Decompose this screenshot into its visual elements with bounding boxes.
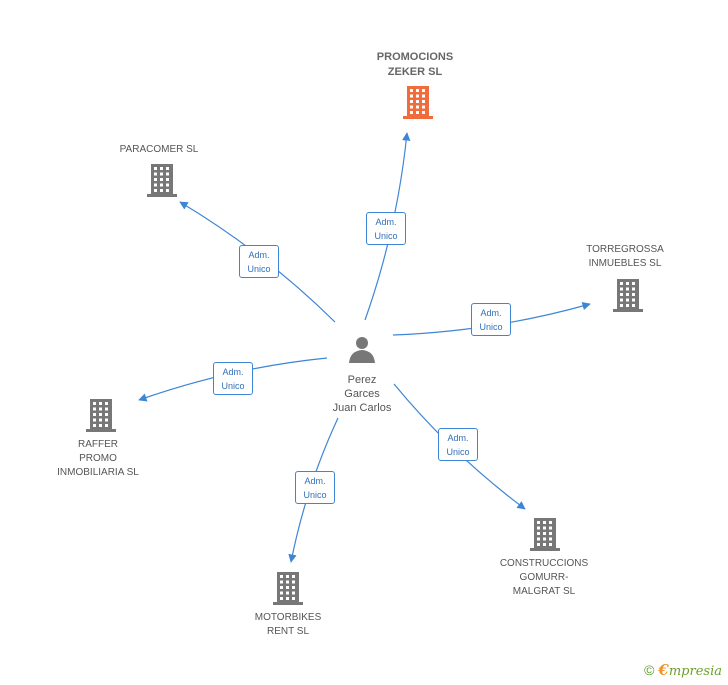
edge-badge-line: Adm. — [222, 367, 244, 377]
company-label-line: INMUEBLES SL — [588, 258, 662, 269]
edge-badge-line: Unico — [374, 231, 398, 241]
company-label-line: RAFFER — [77, 439, 118, 450]
person-icon — [349, 337, 375, 363]
edge-badge-line: Unico — [446, 447, 470, 457]
edge-badge-line: Adm. — [304, 476, 326, 486]
company-label-line: PROMOCIONS — [376, 51, 454, 63]
company-label-motorbikes[interactable]: MOTORBIKES RENT SL — [255, 611, 322, 639]
person-label-line: Garces — [344, 388, 380, 400]
edge-badge-raffer[interactable]: Adm. Unico — [213, 362, 253, 395]
person-label-line: Juan Carlos — [332, 402, 392, 414]
company-label-line: PARACOMER SL — [119, 144, 199, 155]
company-label-paracomer[interactable]: PARACOMER SL — [120, 143, 199, 157]
company-label-construccions[interactable]: CONSTRUCCIONS GOMURR- MALGRAT SL — [500, 557, 588, 599]
footer-brand: © €mpresia — [644, 661, 722, 679]
company-label-line: ZEKER SL — [387, 66, 443, 78]
building-icon — [86, 399, 116, 432]
edge-badge-promocions[interactable]: Adm. Unico — [366, 212, 406, 245]
company-label-line: PROMO — [79, 453, 117, 464]
company-label-promocions[interactable]: PROMOCIONS ZEKER SL — [377, 50, 453, 80]
company-label-line: CONSTRUCCIONS — [499, 558, 589, 569]
building-icon — [147, 164, 177, 197]
edge-badge-construccions[interactable]: Adm. Unico — [438, 428, 478, 461]
edge-badge-torregrossa[interactable]: Adm. Unico — [471, 303, 511, 336]
building-icon — [530, 518, 560, 551]
company-label-line: MALGRAT SL — [512, 586, 576, 597]
edge-badge-paracomer[interactable]: Adm. Unico — [239, 245, 279, 278]
building-icon — [273, 572, 303, 605]
company-label-line: MOTORBIKES — [254, 612, 322, 623]
edge-badge-line: Unico — [479, 322, 503, 332]
company-label-raffer[interactable]: RAFFER PROMO INMOBILIARIA SL — [57, 438, 139, 480]
edge-badge-line: Adm. — [375, 217, 397, 227]
edge-badge-line: Adm. — [248, 250, 270, 260]
company-label-torregrossa[interactable]: TORREGROSSA INMUEBLES SL — [586, 243, 664, 271]
edge-badge-line: Adm. — [447, 433, 469, 443]
edge-badge-line: Unico — [303, 490, 327, 500]
company-label-line: TORREGROSSA — [586, 244, 664, 255]
edge-badge-line: Adm. — [480, 308, 502, 318]
company-label-line: INMOBILIARIA SL — [57, 467, 139, 478]
building-icon — [613, 279, 643, 312]
edge-badge-line: Unico — [247, 264, 271, 274]
company-label-line: GOMURR- — [519, 572, 569, 583]
company-label-line: RENT SL — [266, 626, 310, 637]
copyright-symbol: © — [644, 662, 655, 678]
person-label-line: Perez — [347, 374, 377, 386]
edge-badge-line: Unico — [221, 381, 245, 391]
edge-badge-motorbikes[interactable]: Adm. Unico — [295, 471, 335, 504]
building-icon — [403, 86, 433, 119]
brand-logo: €mpresia — [658, 661, 722, 679]
